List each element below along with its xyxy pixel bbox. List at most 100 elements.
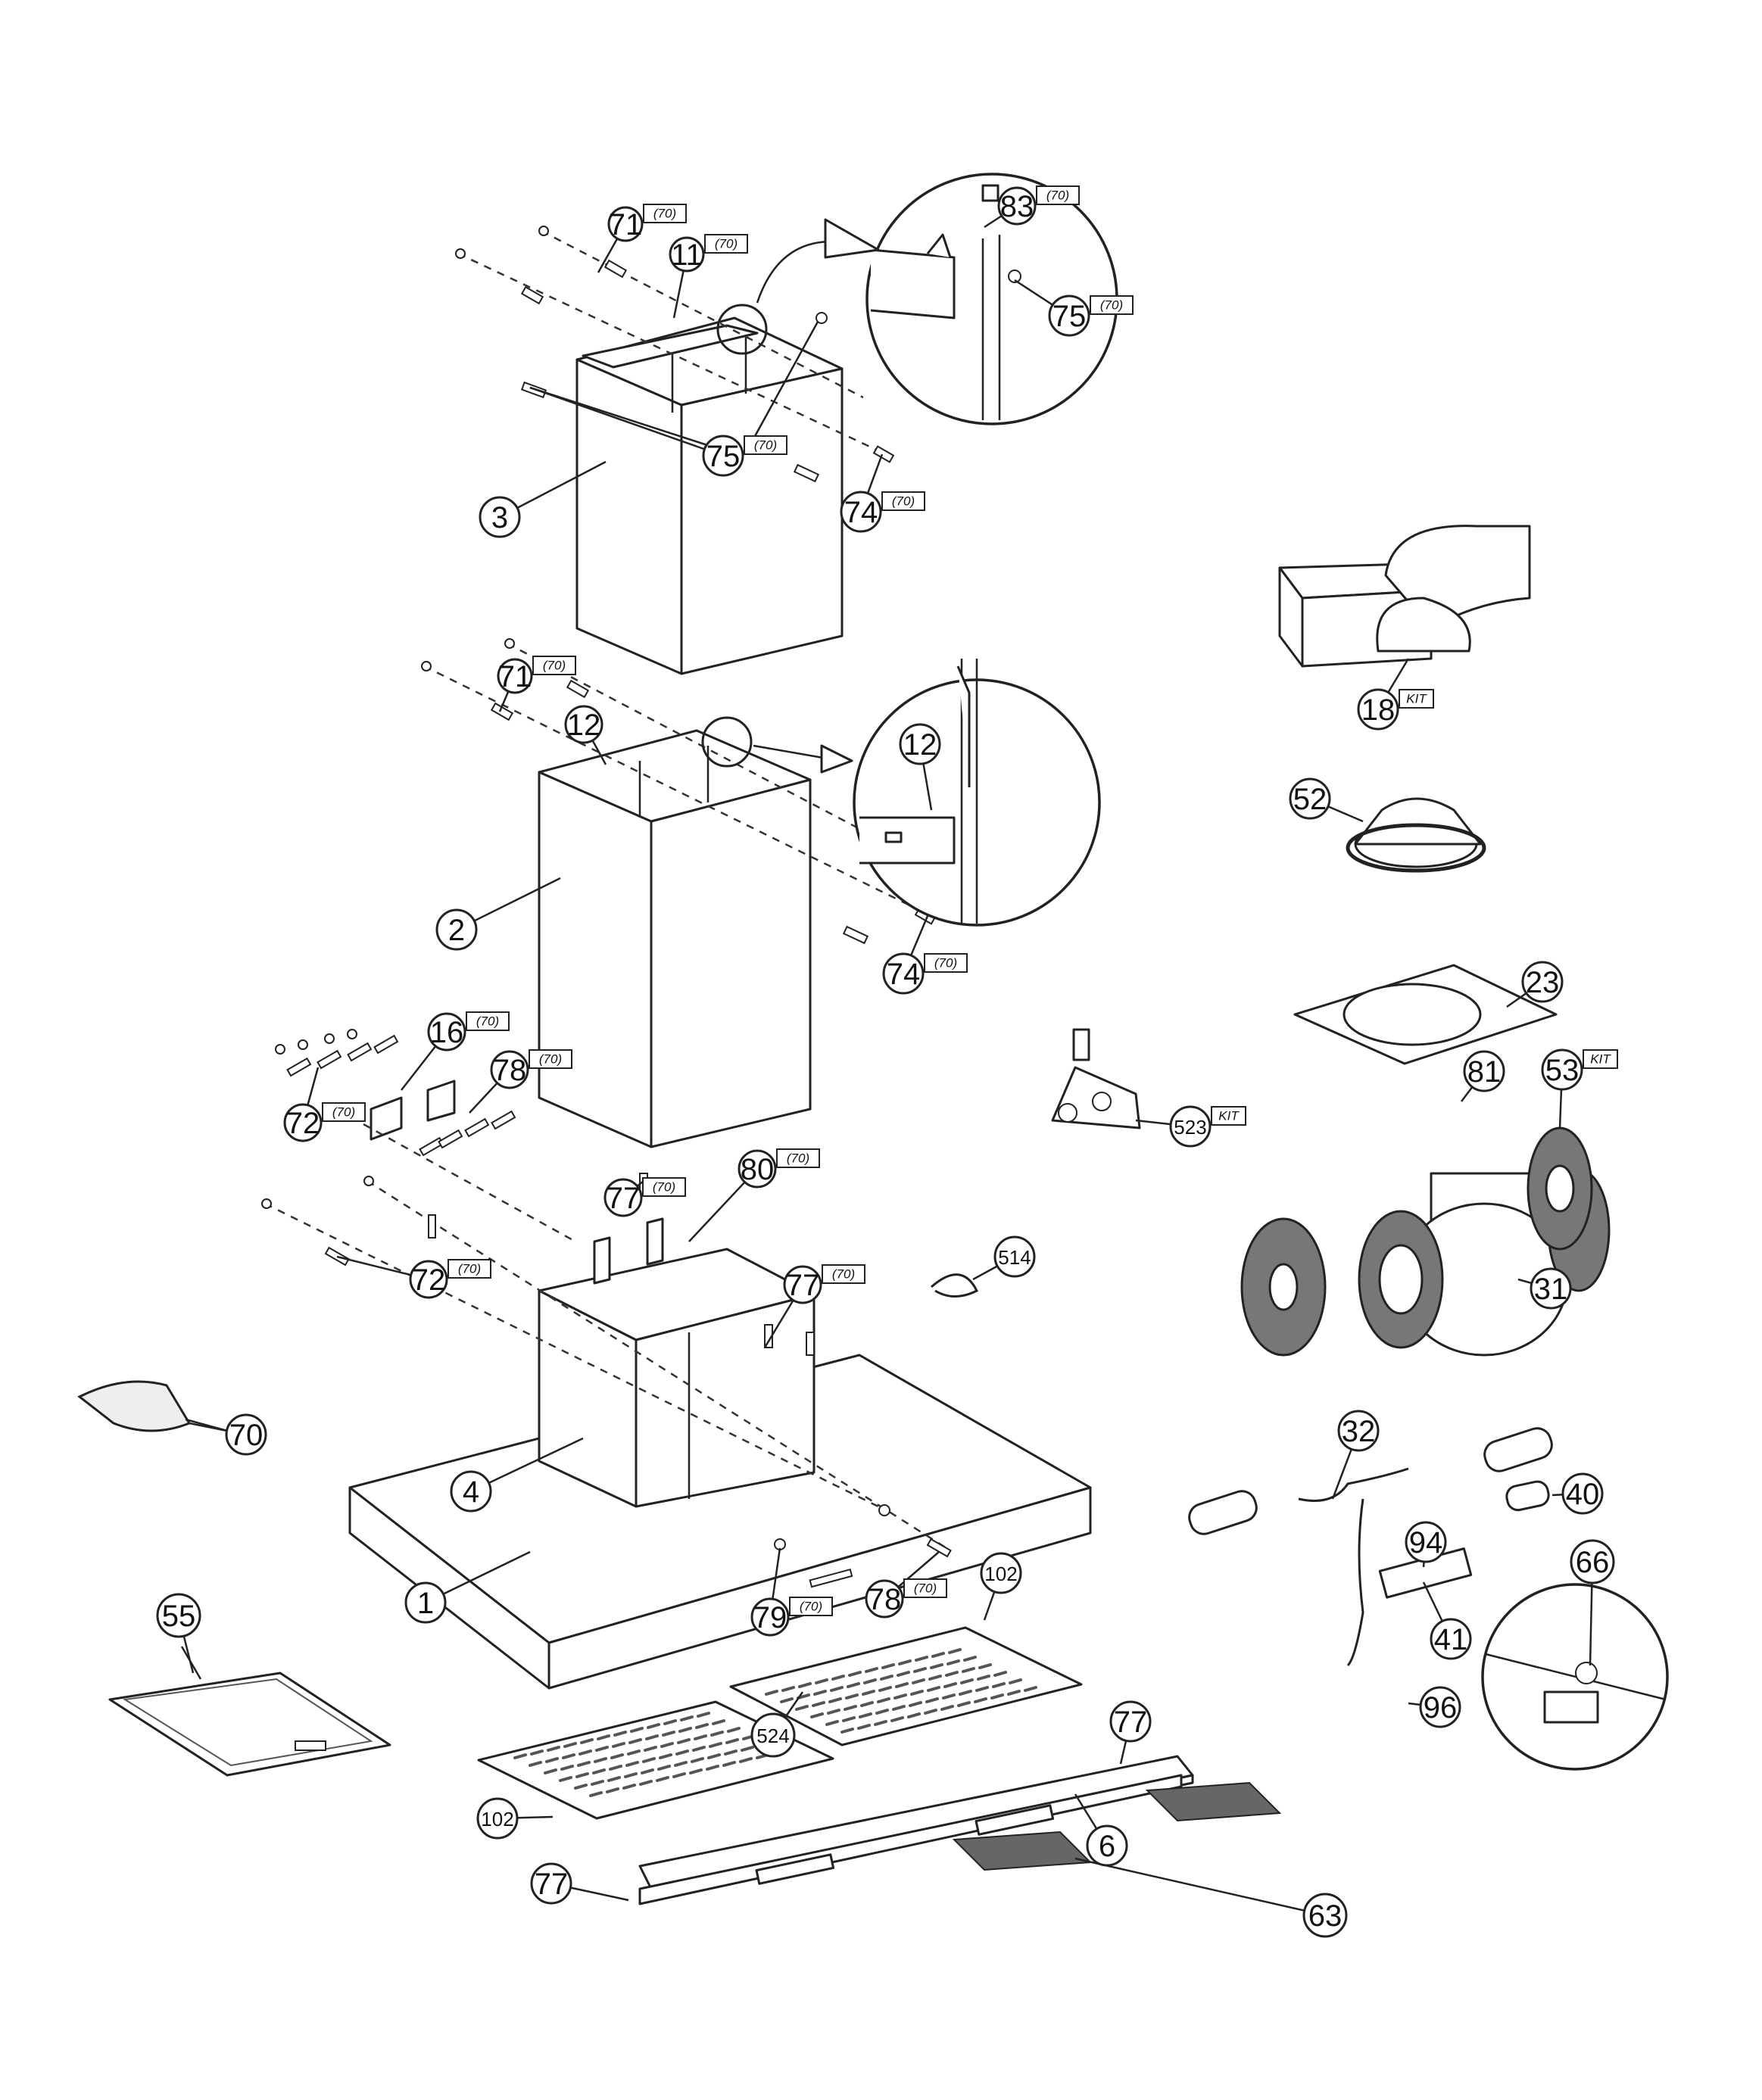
callout-number: 16 bbox=[430, 1016, 464, 1049]
callout-tag-box bbox=[529, 1049, 572, 1069]
panel-slot bbox=[931, 1652, 945, 1658]
panel-slot bbox=[930, 1663, 943, 1669]
callout-70: 70 bbox=[225, 1413, 267, 1456]
callout-circle bbox=[882, 952, 925, 995]
panel-slot bbox=[1024, 1686, 1037, 1692]
panel-slot bbox=[607, 1776, 621, 1782]
callout-circle bbox=[1357, 688, 1399, 731]
panel-slot bbox=[830, 1686, 844, 1692]
callout-circle bbox=[1086, 1824, 1128, 1867]
panel-slot bbox=[898, 1659, 912, 1665]
panel-slot bbox=[628, 1738, 642, 1744]
panel-slot bbox=[865, 1667, 878, 1673]
panel-slot bbox=[810, 1712, 824, 1718]
callout-circle bbox=[783, 1265, 822, 1304]
callout-circle bbox=[1337, 1410, 1380, 1452]
panel-slot bbox=[589, 1791, 603, 1797]
callout-number: 102 bbox=[984, 1563, 1017, 1585]
panel-slot bbox=[925, 1697, 939, 1703]
callout-74: 74(70) bbox=[840, 491, 925, 533]
panel-slot bbox=[739, 1757, 753, 1763]
callout-tag: (70) bbox=[476, 1014, 499, 1029]
callout-tag-box bbox=[448, 1259, 491, 1279]
callout-number: 78 bbox=[868, 1583, 902, 1616]
callout-tag-box bbox=[532, 656, 576, 675]
panel-slot bbox=[647, 1723, 660, 1729]
callout-6: 6 bbox=[1086, 1824, 1128, 1867]
panel-slot bbox=[975, 1686, 989, 1692]
callout-tag: (70) bbox=[539, 1052, 562, 1067]
panel-slot bbox=[913, 1667, 927, 1673]
panel-slot bbox=[781, 1686, 795, 1692]
callout-94: 94 bbox=[1405, 1521, 1447, 1563]
callout-circle bbox=[1169, 1105, 1212, 1148]
callout-tag: (70) bbox=[543, 659, 566, 673]
panel-slot bbox=[727, 1727, 741, 1733]
callout-circle bbox=[1530, 1267, 1572, 1310]
panel-slot bbox=[609, 1765, 622, 1771]
callout-circle bbox=[283, 1103, 323, 1142]
panel-slot bbox=[675, 1749, 689, 1756]
panel-slot bbox=[897, 1671, 910, 1677]
plate-23 bbox=[1293, 964, 1558, 1065]
callout-72: 72(70) bbox=[409, 1259, 491, 1299]
callout-circle bbox=[435, 908, 478, 951]
callout-number: 75 bbox=[706, 440, 741, 473]
callout-circle bbox=[156, 1593, 201, 1638]
callout-tag: KIT bbox=[1218, 1109, 1240, 1123]
panel-slot bbox=[990, 1693, 1004, 1700]
callout-80: 80(70) bbox=[738, 1148, 820, 1189]
callout-circle bbox=[840, 491, 882, 533]
panel-slot bbox=[694, 1734, 707, 1740]
panel-slot bbox=[545, 1757, 559, 1763]
callout-tag-box bbox=[704, 234, 748, 254]
callout-tag: (70) bbox=[754, 438, 777, 453]
callout-32: 32 bbox=[1337, 1410, 1380, 1452]
callout-tag: (70) bbox=[934, 956, 957, 971]
callout-number: 41 bbox=[1434, 1623, 1468, 1656]
callout-75: 75(70) bbox=[1048, 294, 1134, 337]
callout-tag-box bbox=[1090, 295, 1134, 315]
panel-slot bbox=[844, 1705, 857, 1711]
callout-circle bbox=[427, 1012, 466, 1052]
panel-slot bbox=[840, 1728, 854, 1734]
callout-circle bbox=[490, 1050, 529, 1089]
callout-77: 77(70) bbox=[783, 1264, 865, 1304]
callout-number: 52 bbox=[1293, 783, 1327, 816]
callout-number: 18 bbox=[1361, 693, 1396, 727]
panel-slot bbox=[827, 1709, 840, 1715]
panel-slot bbox=[993, 1671, 1007, 1677]
callout-circle bbox=[564, 705, 603, 744]
callout-circle bbox=[750, 1712, 796, 1758]
panel-slot bbox=[977, 1675, 990, 1681]
callout-74: 74(70) bbox=[882, 952, 968, 995]
part-70-cloth bbox=[77, 1380, 228, 1432]
panel-slot bbox=[815, 1678, 828, 1684]
callout-number: 53 bbox=[1545, 1054, 1580, 1087]
callout-tag: (70) bbox=[715, 237, 738, 251]
panel-slot bbox=[831, 1675, 845, 1681]
panel-slot bbox=[942, 1693, 956, 1700]
callout-77: 77(70) bbox=[603, 1177, 686, 1217]
panel-slot bbox=[677, 1738, 691, 1744]
wall-brackets-16 bbox=[275, 1029, 576, 1243]
callout-tag-box bbox=[903, 1578, 947, 1598]
callout-tag: KIT bbox=[1406, 692, 1427, 706]
callout-23: 23 bbox=[1521, 961, 1564, 1003]
callout-number: 55 bbox=[162, 1600, 196, 1633]
panel-slot bbox=[613, 1731, 627, 1737]
callout-number: 3 bbox=[491, 501, 508, 534]
panel-slot bbox=[624, 1772, 638, 1778]
panel-slot bbox=[863, 1678, 877, 1684]
callout-number: 78 bbox=[493, 1054, 527, 1087]
panel-slot bbox=[697, 1712, 710, 1718]
panel-slot bbox=[924, 1709, 937, 1715]
panel-slot bbox=[529, 1761, 542, 1767]
callout-number: 514 bbox=[998, 1246, 1031, 1269]
callout-83: 83(70) bbox=[997, 185, 1080, 226]
callout-number: 71 bbox=[498, 660, 532, 693]
callout-102: 102 bbox=[980, 1552, 1022, 1594]
panel-slot bbox=[847, 1682, 860, 1688]
panel-slot bbox=[580, 1738, 594, 1744]
